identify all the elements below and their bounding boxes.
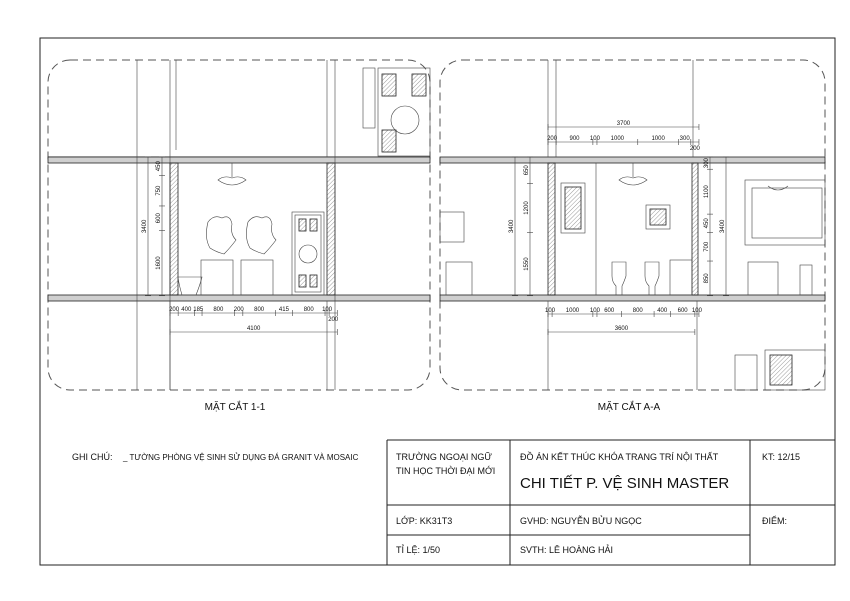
dimension-label: 300: [704, 157, 710, 168]
drawing-title: CHI TIẾT P. VỆ SINH MASTER: [520, 475, 729, 492]
school-name-line2: TIN HỌC THỜI ĐẠI MỚI: [396, 466, 495, 476]
vanity-left: [200, 259, 234, 296]
left-wall: [169, 162, 179, 296]
notes-text: _ TƯỜNG PHÒNG VỆ SINH SỬ DỤNG ĐÁ GRANIT …: [122, 453, 359, 462]
dimension-label: 1000: [651, 136, 665, 142]
score-label: ĐIỂM:: [762, 515, 787, 526]
dimension-label: 800: [213, 307, 224, 313]
dimension-label: 100: [322, 307, 333, 313]
dimension-label: 450: [156, 161, 162, 172]
dimension-label: 600: [678, 308, 689, 314]
dimension-label: 100: [692, 308, 703, 314]
chandelier-icon: [767, 185, 789, 191]
dimension-label: 750: [156, 185, 162, 196]
toilet: [611, 261, 627, 296]
mirror-left: [206, 216, 237, 255]
cabinet: [445, 261, 473, 296]
dimension-label: 200: [547, 136, 558, 142]
dimension-label: 450: [704, 218, 710, 229]
section-a-drawing: [439, 60, 826, 391]
dimension-label: 200: [234, 307, 245, 313]
dimension-label: 1100: [704, 185, 710, 199]
dimension-label: 700: [704, 241, 710, 252]
dimension-label: 200: [169, 307, 180, 313]
right-wall: [691, 162, 699, 296]
ceiling-slab: [47, 156, 431, 164]
bidet: [644, 261, 660, 296]
dimension-label: 4100: [247, 326, 261, 332]
dimension-label: 650: [524, 165, 530, 176]
floor-slab: [47, 294, 431, 302]
dimension-label: 200: [690, 146, 701, 152]
dimension-label: 1000: [611, 136, 625, 142]
dimension-label: 415: [279, 307, 290, 313]
caption-section-a: MẶT CẮT A-A: [598, 400, 661, 413]
student-name: SVTH: LÊ HOÀNG HẢI: [520, 544, 613, 555]
door: [291, 211, 325, 296]
wall-panel: [744, 179, 826, 246]
drawing-scale: TỈ LỆ: 1/50: [396, 544, 440, 555]
title-block: TRƯỜNG NGOẠI NGỮ TIN HỌC THỜI ĐẠI MỚI ĐỒ…: [386, 439, 835, 565]
dimension-label: 1000: [566, 308, 580, 314]
floor-slab: [439, 294, 826, 302]
sheet-number: KT: 12/15: [762, 452, 800, 462]
dimension-label: 3600: [615, 326, 629, 332]
class-code: LỚP: KK31T3: [396, 516, 452, 526]
dimension-label: 900: [570, 136, 581, 142]
notes-label: GHI CHÚ:: [72, 452, 113, 462]
dimension-label: 800: [304, 307, 315, 313]
dimension-label: 600: [156, 213, 162, 224]
right-wall: [326, 162, 336, 296]
dimension-label: 800: [633, 308, 644, 314]
dimension-label: 1200: [524, 201, 530, 215]
caption-section-1: MẶT CẮT 1-1: [205, 400, 266, 413]
sheet-border: [39, 37, 836, 566]
vanity-right: [240, 259, 274, 296]
window-frame: [560, 182, 586, 234]
dimension-label: 100: [545, 308, 556, 314]
left-wall: [547, 162, 556, 296]
chandelier-icon: [618, 163, 648, 186]
mirror-frame: [645, 204, 671, 230]
viewport-section-1: [47, 59, 431, 391]
instructor: GVHD: NGUYỄN BỬU NGỌC: [520, 515, 642, 526]
ceiling-slab: [439, 156, 826, 164]
chandelier-icon: [217, 163, 247, 186]
dimension-label: 3700: [617, 121, 631, 127]
dimension-label: 3400: [142, 219, 148, 233]
dimension-label: 100: [590, 308, 601, 314]
dimension-label: 1600: [156, 256, 162, 270]
dimension-label: 185: [193, 307, 204, 313]
project-name: ĐỒ ÁN KẾT THÚC KHÓA TRANG TRÍ NỘI THẤT: [520, 451, 719, 462]
toilet: [177, 276, 203, 296]
viewport-section-a: [439, 59, 826, 391]
dimension-label: 800: [254, 307, 265, 313]
window-upper: [362, 67, 431, 157]
mirror-right: [246, 216, 277, 255]
dimension-label: 600: [604, 308, 615, 314]
vanity: [747, 261, 779, 296]
dimension-label: 400: [657, 308, 668, 314]
dimension-label: 3400: [720, 219, 726, 233]
dimension-label: 1550: [524, 257, 530, 271]
section-1-drawing: [47, 60, 431, 390]
dimension-label: 300: [680, 136, 691, 142]
dimension-label: 400: [181, 307, 192, 313]
dimension-label: 850: [704, 273, 710, 284]
school-name-line1: TRƯỜNG NGOẠI NGỮ: [396, 452, 492, 462]
dimension-label: 3400: [509, 219, 515, 233]
dimension-label: 200: [328, 317, 339, 323]
dimension-label: 100: [590, 136, 601, 142]
